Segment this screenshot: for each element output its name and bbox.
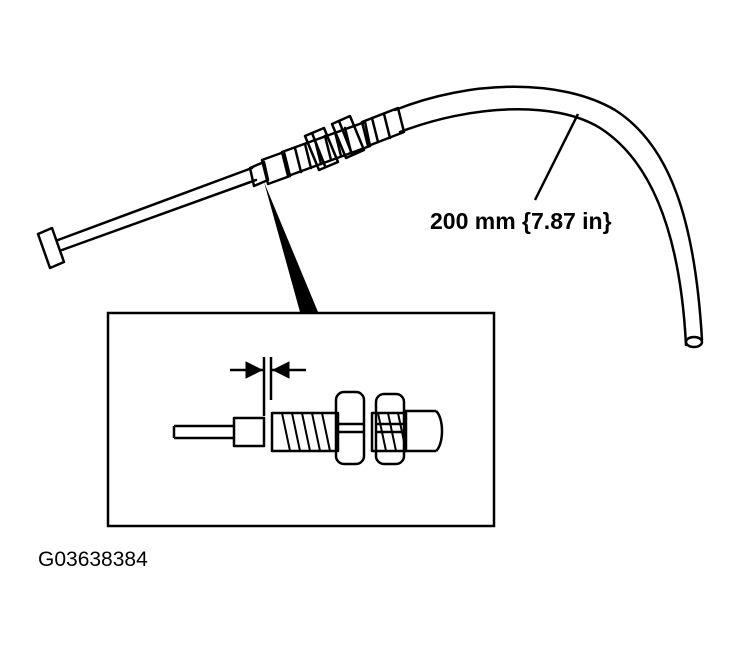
detail-inset-box — [106, 311, 496, 528]
detail-callout-pointer — [264, 182, 318, 312]
figure-id: G03638384 — [38, 548, 148, 571]
inner-wire — [56, 166, 258, 252]
lock-nut-left — [303, 126, 340, 172]
casing-ferrule — [360, 106, 406, 148]
dimension-label: 200 mm {7.87 in} — [430, 208, 612, 234]
dimension-leader — [533, 113, 580, 201]
lock-nut-right — [330, 114, 366, 160]
wire-end-nipple — [36, 226, 66, 270]
detail-end-fitting — [232, 416, 266, 448]
detail-nut-right — [374, 392, 406, 466]
detail-inner-wire — [172, 424, 234, 440]
detail-casing — [404, 409, 444, 453]
detail-nut-left — [334, 390, 366, 466]
detail-view — [172, 357, 444, 466]
cable-casing — [393, 85, 704, 349]
